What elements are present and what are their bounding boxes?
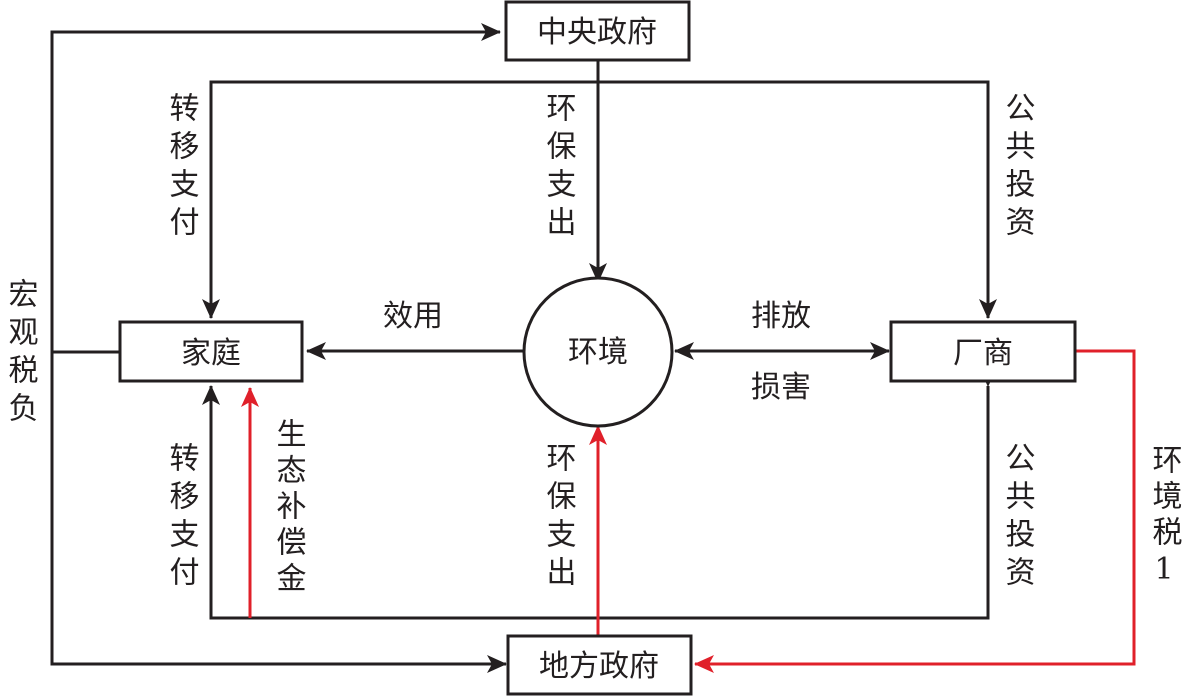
- transfer-top-label: 转移支付: [164, 92, 200, 244]
- damage-label: 损害: [751, 370, 811, 405]
- env-tax-arrow: [694, 349, 1136, 673]
- environment-label: 环境: [568, 335, 628, 370]
- environment-circle: [522, 276, 674, 428]
- local-government-box: [506, 634, 693, 696]
- transfer-bottom-label: 转移支付: [164, 442, 200, 594]
- local-government-label: 地方政府: [539, 649, 659, 684]
- central-government-box: [504, 0, 691, 62]
- macro-tax-label: 宏观税负: [3, 278, 39, 430]
- public-invest-top-label: 公共投资: [1000, 92, 1035, 244]
- public-invest-bottom-label: 公共投资: [1000, 442, 1035, 594]
- household-box: [118, 320, 304, 383]
- env-tax-label: 环境税1: [1147, 444, 1182, 593]
- env-spend-top-label: 环保支出: [541, 92, 577, 244]
- utility-label: 效用: [383, 299, 443, 334]
- emission-label: 排放: [751, 299, 811, 334]
- firm-label: 厂商: [953, 336, 1013, 371]
- env-spend-bottom-label: 环保支出: [541, 442, 577, 594]
- household-label: 家庭: [181, 336, 241, 371]
- macro-tax-line-lower: [50, 352, 507, 673]
- central-government-label: 中央政府: [537, 15, 657, 50]
- eco-comp-label: 生态补偿金: [271, 418, 307, 598]
- macro-tax-line: [50, 23, 501, 354]
- firm-box: [889, 320, 1077, 383]
